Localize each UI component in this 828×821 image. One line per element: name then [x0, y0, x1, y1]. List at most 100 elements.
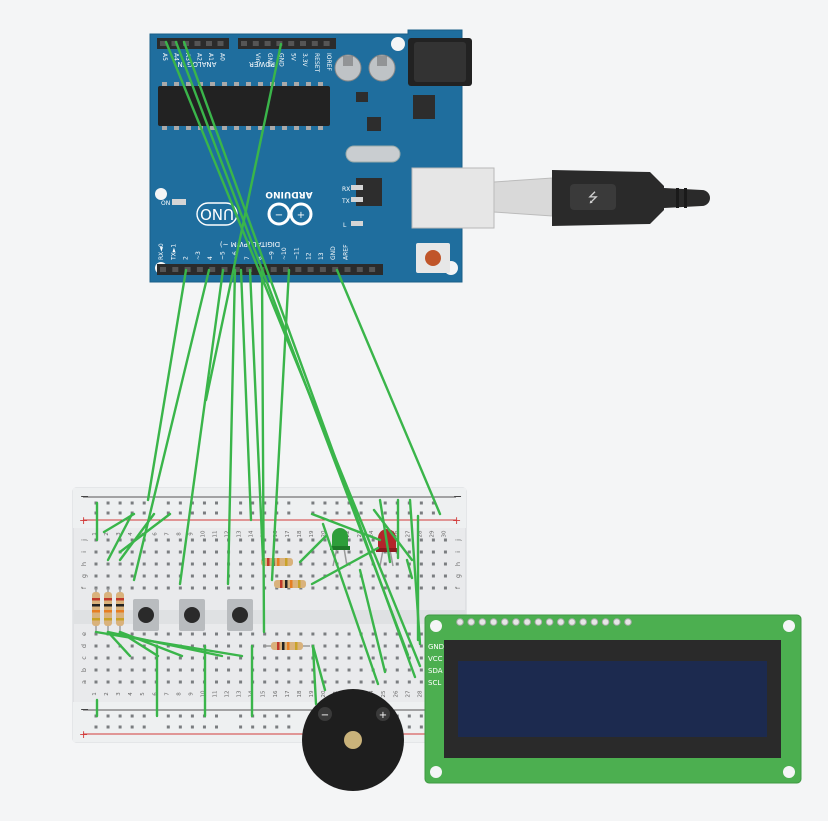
rail-minus-top-right: − [453, 490, 462, 503]
column-label: 3 [116, 692, 122, 696]
usb-cable[interactable]: ⭍ [411, 167, 710, 229]
piezo-buzzer[interactable]: − + [302, 689, 404, 791]
wire[interactable] [102, 512, 136, 534]
column-label: 29 [429, 530, 435, 537]
model-label: UNO [200, 205, 234, 223]
resistor[interactable] [104, 588, 112, 632]
analog-header[interactable] [157, 38, 229, 49]
digital-header[interactable] [157, 264, 383, 275]
wire[interactable] [405, 558, 414, 580]
analog-pin-label: A2 [196, 53, 203, 61]
resistor[interactable] [274, 580, 306, 588]
column-label: 9 [188, 532, 194, 536]
resistor[interactable] [92, 588, 100, 632]
wire[interactable] [106, 630, 132, 658]
breadboard[interactable]: − + − + − + 1122334455667788991010111112… [72, 487, 467, 743]
analog-pin-label: A5 [161, 53, 168, 61]
buzzer-plus-label: + [379, 710, 387, 721]
wire[interactable] [298, 534, 328, 564]
wire[interactable] [106, 512, 134, 562]
digital-pin-label: RX◄0 [158, 243, 165, 260]
usb-port [411, 167, 495, 229]
digital-header-label: DIGITAL (PWM ~) [220, 240, 281, 248]
wire[interactable] [321, 522, 380, 686]
wire[interactable] [378, 498, 392, 564]
wire[interactable] [118, 512, 172, 554]
wire[interactable] [310, 546, 380, 586]
capacitor [368, 54, 396, 82]
wire[interactable] [132, 268, 211, 582]
column-label: 24 [369, 530, 375, 537]
digital-pin-label: TX►1 [170, 244, 177, 261]
column-label: 10 [200, 690, 206, 697]
row-label: g [454, 574, 462, 578]
wire[interactable] [248, 268, 265, 562]
row-label: i [454, 551, 462, 553]
arduino-infinity-logo: − + [267, 202, 313, 226]
wires [94, 40, 442, 718]
column-label: 1 [92, 532, 98, 536]
column-label: 8 [176, 692, 182, 696]
row-label: g [80, 574, 88, 578]
rail-minus-top-left: − [80, 490, 89, 503]
column-label: 12 [225, 691, 231, 698]
push-button[interactable] [227, 599, 253, 631]
column-label: 8 [176, 532, 182, 536]
wire[interactable] [311, 644, 318, 706]
power-pin-label: GND [266, 53, 273, 67]
wire[interactable] [311, 644, 327, 692]
column-label: 16 [273, 530, 279, 537]
row-label: a [80, 680, 88, 684]
column-label: 5 [140, 692, 146, 696]
rail-plus-top-right: + [452, 514, 461, 527]
atmega-chip [158, 86, 330, 126]
column-label: 1 [92, 692, 98, 696]
resistor[interactable] [261, 558, 293, 566]
column-label: 11 [213, 691, 219, 698]
resistor[interactable] [116, 588, 124, 632]
breadboard-column-labels: 1122334455667788991010111112121313141415… [92, 530, 447, 697]
push-button[interactable] [179, 599, 205, 631]
column-label: 30 [441, 530, 447, 537]
wire[interactable] [239, 268, 253, 522]
column-label: 7 [164, 532, 170, 536]
wire[interactable] [358, 568, 387, 674]
lcd-16x2-i2c[interactable]: GND VCC SDA SCL [424, 614, 802, 784]
row-label: d [80, 644, 88, 648]
wire[interactable] [226, 268, 237, 586]
reset-button[interactable] [425, 250, 441, 266]
push-button[interactable] [133, 599, 159, 631]
wire[interactable] [372, 508, 414, 562]
column-label: 19 [309, 530, 315, 537]
column-label: 10 [200, 530, 206, 537]
column-label: 11 [213, 531, 219, 538]
resistor[interactable] [264, 642, 310, 650]
row-label: e [80, 632, 88, 636]
wire[interactable] [118, 512, 156, 562]
chip-legs [162, 82, 323, 130]
wire[interactable] [94, 630, 244, 658]
column-label: 18 [297, 530, 303, 537]
digital-pin-label: 13 [318, 252, 325, 260]
svg-text:+: + [297, 210, 305, 221]
l-label: L [343, 222, 347, 229]
wire[interactable] [182, 40, 417, 679]
row-label: c [80, 656, 88, 660]
analog-pin-label: A0 [219, 53, 226, 61]
column-label: 26 [393, 530, 399, 537]
wire[interactable] [310, 512, 382, 542]
digital-pin-label: ~11 [293, 247, 300, 260]
power-pin-label: GND [278, 53, 285, 67]
on-led [172, 199, 186, 205]
wire[interactable] [260, 268, 266, 634]
svg-text:−: − [275, 210, 283, 221]
column-label: 27 [405, 690, 411, 697]
wire[interactable] [335, 268, 442, 516]
wire[interactable] [178, 268, 225, 586]
row-label: j [454, 539, 462, 542]
power-header[interactable] [238, 38, 336, 49]
wire[interactable] [146, 268, 188, 502]
column-label: 25 [381, 690, 387, 697]
column-label: 15 [261, 690, 267, 697]
